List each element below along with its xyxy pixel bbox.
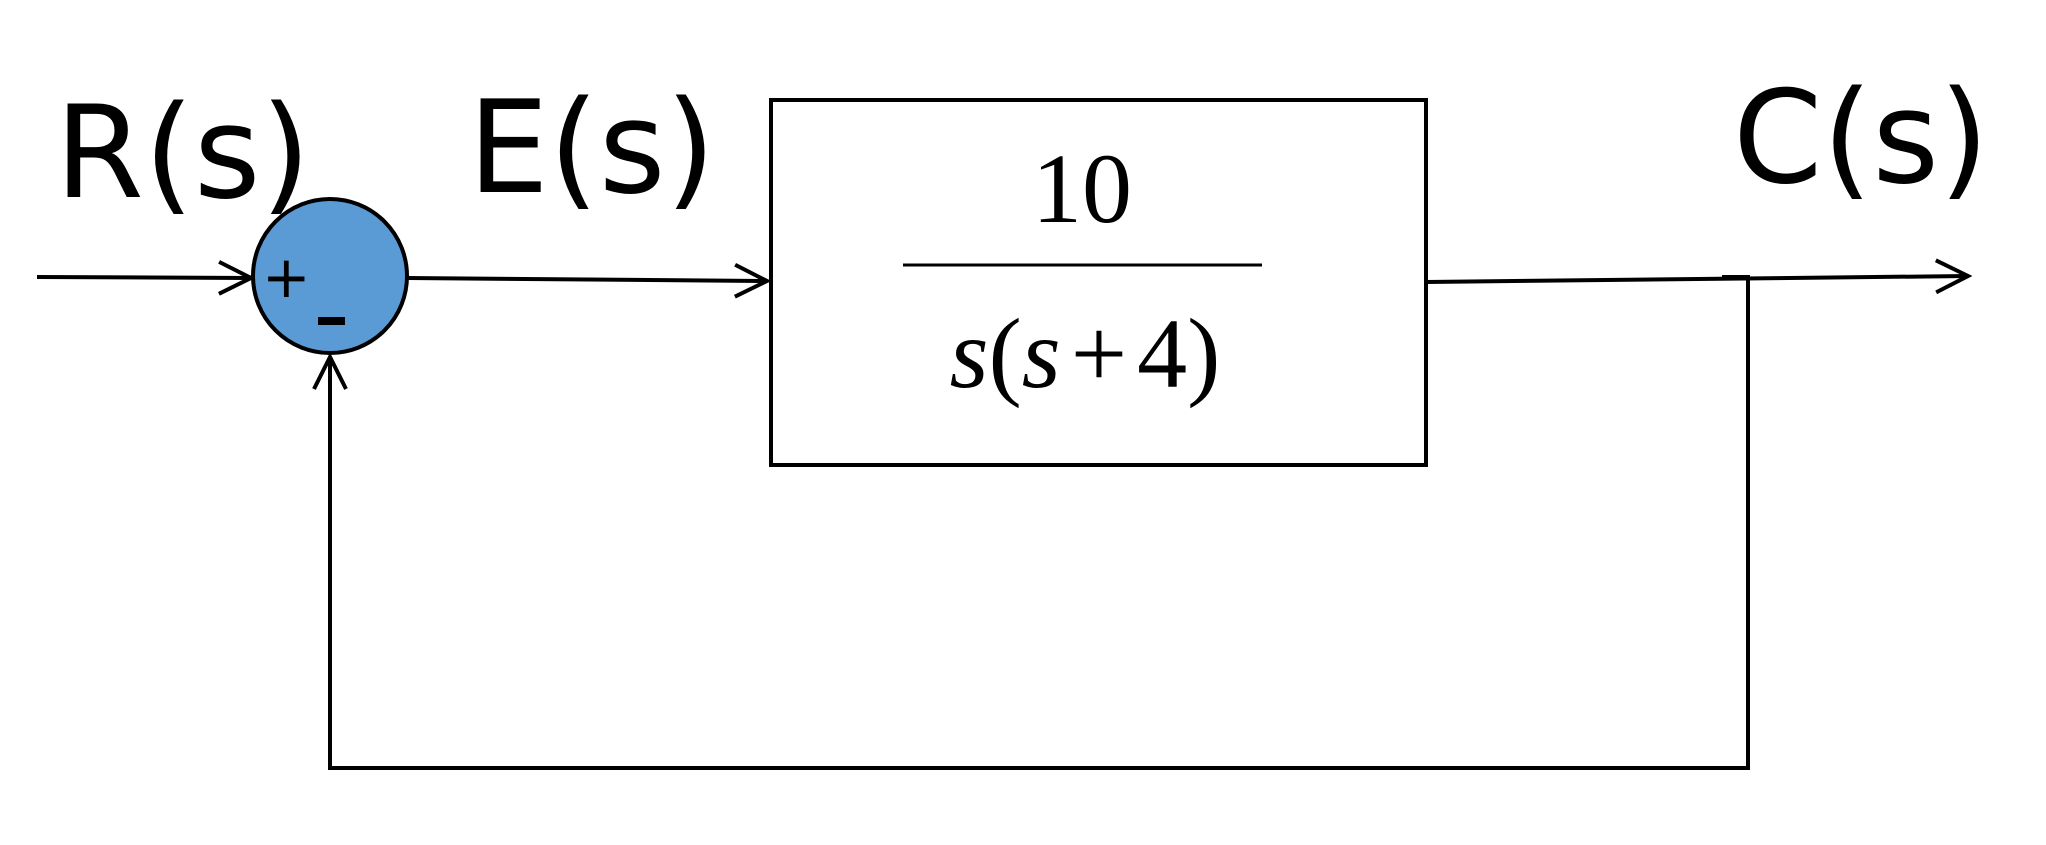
plant-denominator: s(s+4) [950, 298, 1221, 409]
error-signal-label: E(s) [468, 74, 715, 223]
minus-sign [318, 317, 345, 325]
input-arrow [36, 277, 251, 278]
input-signal-label: R(s) [55, 79, 311, 228]
output-arrow [1425, 276, 1968, 282]
plant-numerator: 10 [1032, 133, 1132, 244]
plus-sign: + [262, 243, 311, 311]
feedback-path [330, 275, 1750, 770]
output-signal-label: C(s) [1733, 64, 1989, 213]
error-arrow [406, 278, 767, 281]
plant-transfer-function-block [769, 98, 1428, 467]
